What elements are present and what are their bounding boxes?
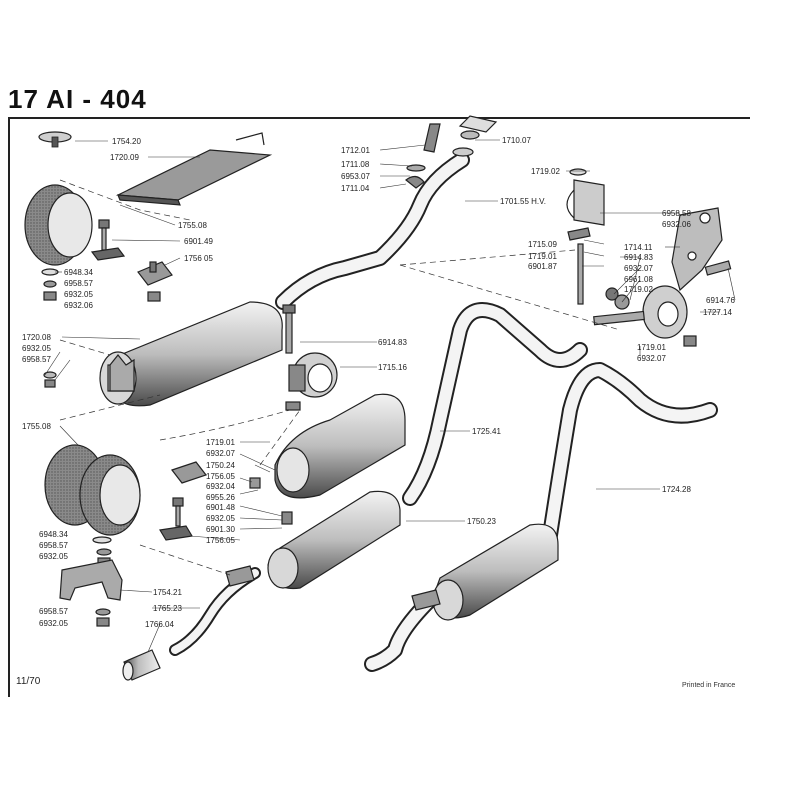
rubber-ring-lower xyxy=(44,444,141,536)
label-1755-08-lower: 1755.08 xyxy=(22,422,51,431)
bracket-1754-21 xyxy=(59,559,123,601)
label-6948-34-lower: 6948.34 xyxy=(39,530,68,539)
label-1750-23: 1750.23 xyxy=(467,517,496,526)
label-1765-23: 1765.23 xyxy=(153,604,182,613)
frame-left-rule xyxy=(8,117,10,697)
label-1720-09: 1720.09 xyxy=(110,153,139,162)
manifold-clamp-parts xyxy=(405,115,498,189)
washer-stack-mid xyxy=(43,371,57,388)
label-1766-04: 1766.04 xyxy=(145,620,174,629)
label-6932-07-right-bottom: 6932.07 xyxy=(637,354,666,363)
label-6932-04: 6932.04 xyxy=(206,482,235,491)
label-1719-01-right: 1719.01 xyxy=(528,252,557,261)
label-6914-83-center: 6914.83 xyxy=(378,338,407,347)
label-6958-57-upper: 6958.57 xyxy=(64,279,93,288)
label-1756-05-center: 1756.05 xyxy=(206,472,235,481)
hanger-1765-23 xyxy=(169,565,261,656)
downpipe-1701-55 xyxy=(275,147,474,310)
clip-1756-05-upper xyxy=(137,261,173,286)
label-6914-76: 6914.76 xyxy=(706,296,735,305)
label-6958-57-bottom: 6958.57 xyxy=(39,607,68,616)
label-6953-07: 6953.07 xyxy=(341,172,370,181)
label-6932-06-upper: 6932.06 xyxy=(64,301,93,310)
label-6914-83-right: 6914.83 xyxy=(624,253,653,262)
label-1715-16: 1715.16 xyxy=(378,363,407,372)
printed-note: Printed in France xyxy=(682,682,736,689)
label-1710-07: 1710.07 xyxy=(502,136,531,145)
label-1719-02-right: 1719.02 xyxy=(624,285,653,294)
label-6958-57-lower: 6958.57 xyxy=(39,541,68,550)
front-silencer-1720-08 xyxy=(99,301,283,407)
label-6961-08: 6961.08 xyxy=(624,275,653,284)
label-6932-05-lower: 6932.05 xyxy=(39,552,68,561)
label-6901-30: 6901.30 xyxy=(206,525,235,534)
silencer-1750-23 xyxy=(267,490,401,590)
page-code: 11/70 xyxy=(16,676,41,687)
label-1754-21: 1754.21 xyxy=(153,588,182,597)
tailpipe-1725-41 xyxy=(402,302,588,506)
tailpipe-1724-28 xyxy=(540,362,718,556)
stud-6914-83 xyxy=(282,304,296,354)
label-6932-05-bottom: 6932.05 xyxy=(39,619,68,628)
label-1720-08: 1720.08 xyxy=(22,333,51,342)
label-6901-87: 6901.87 xyxy=(528,262,557,271)
rubber-ring-upper xyxy=(24,184,93,266)
label-1719-02-top: 1719.02 xyxy=(531,167,560,176)
rear-silencer xyxy=(364,523,559,672)
label-1756-05-upper: 1756 05 xyxy=(184,254,213,263)
label-6932-07-right-top: 6932.07 xyxy=(624,264,653,273)
label-6948-34-upper: 6948.34 xyxy=(64,268,93,277)
label-1711-08: 1711.08 xyxy=(341,160,370,169)
label-1701-55-hv: 1701.55 H.V. xyxy=(500,197,546,206)
label-1755-08-upper: 1755.08 xyxy=(178,221,207,230)
label-1719-01-right-bottom: 1719.01 xyxy=(637,343,666,352)
label-1756-05-lower: 1756.05 xyxy=(206,536,235,545)
heat-shield-1720-09 xyxy=(115,132,273,206)
label-1714-11: 1714.11 xyxy=(624,243,653,252)
label-1711-04: 1711.04 xyxy=(341,184,370,193)
label-1727-14: 1727.14 xyxy=(703,308,732,317)
label-1712-01: 1712.01 xyxy=(341,146,370,155)
bolt-6901-49 xyxy=(90,219,126,261)
label-6932-06-right: 6932.06 xyxy=(662,220,691,229)
label-6932-05-mid: 6932.05 xyxy=(22,344,51,353)
leader-lines xyxy=(44,139,736,653)
label-6958-57-mid: 6958.57 xyxy=(22,355,51,364)
label-1750-24: 1750.24 xyxy=(206,461,235,470)
page-title: 17 AI - 404 xyxy=(8,84,147,114)
washer-stack-upper xyxy=(41,268,161,302)
assembly-lines xyxy=(59,179,621,576)
label-6932-05-upper: 6932.05 xyxy=(64,290,93,299)
label-6901-49: 6901.49 xyxy=(184,237,213,246)
label-6901-48: 6901.48 xyxy=(206,503,235,512)
label-1725-41: 1725.41 xyxy=(472,427,501,436)
sleeve-1766-04 xyxy=(122,649,161,681)
label-1724-28: 1724.28 xyxy=(662,485,691,494)
label-6958-58: 6958.58 xyxy=(662,209,691,218)
label-1754-20: 1754.20 xyxy=(112,137,141,146)
heat-shield-1750-24 xyxy=(274,393,406,499)
label-6932-05-center: 6932.05 xyxy=(206,514,235,523)
part-labels: 1754.20 1720.09 1755.08 6901.49 1756 05 … xyxy=(22,136,735,629)
label-6932-07-center: 6932.07 xyxy=(206,449,235,458)
clamp-1715-16 xyxy=(288,352,338,398)
label-6955-26: 6955.26 xyxy=(206,493,235,502)
label-1719-01-center: 1719.01 xyxy=(206,438,235,447)
label-1715-09: 1715.09 xyxy=(528,240,557,249)
title-rule xyxy=(8,117,750,119)
washer-1754-20 xyxy=(38,131,72,148)
